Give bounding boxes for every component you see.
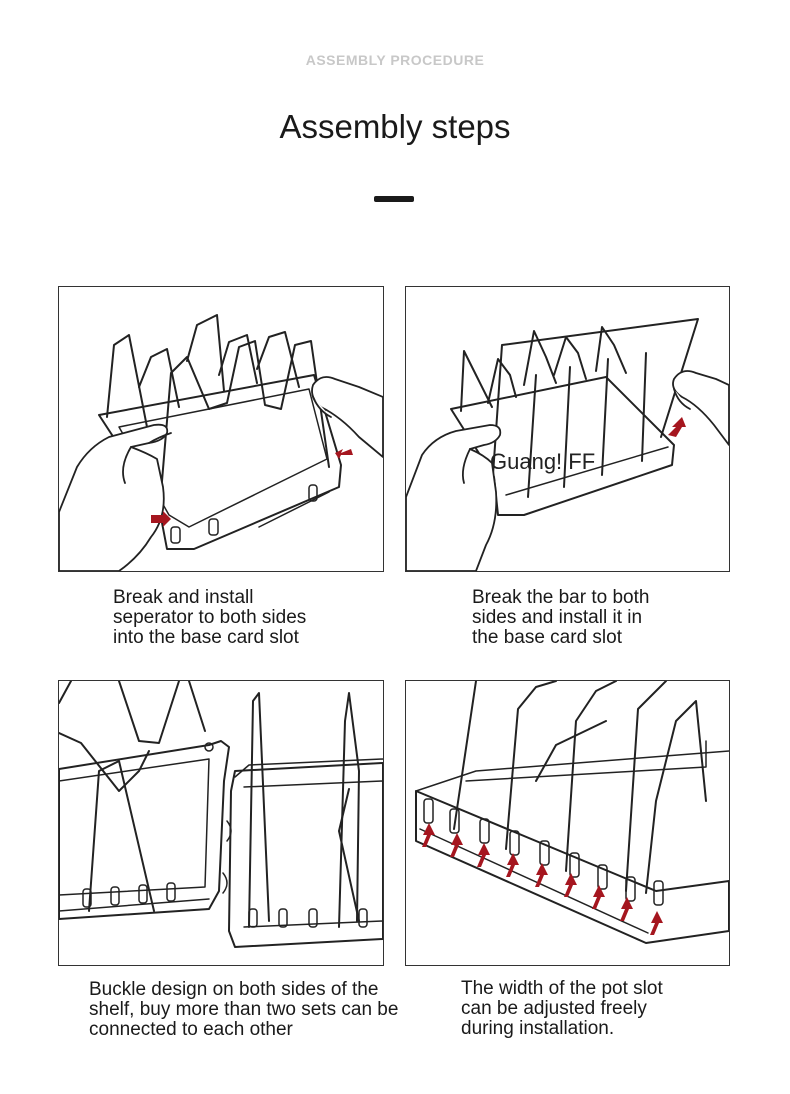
step-4-drawing <box>415 681 729 944</box>
caption-line: connected to each other <box>89 1019 293 1040</box>
caption-line: sides and install it in <box>472 607 643 628</box>
step-3-caption: Buckle design on both sides of the shelf… <box>89 980 398 1040</box>
caption-line: during installation. <box>461 1018 615 1039</box>
step-1-illustration <box>58 286 384 572</box>
section-kicker: ASSEMBLY PROCEDURE <box>305 52 485 68</box>
step-2-caption: Break the bar to both sides and install … <box>472 588 649 648</box>
caption-line: The width of the pot slot <box>461 978 663 999</box>
caption-line: shelf, buy more than two sets can be <box>89 999 399 1020</box>
watermark-text: Guang! FF <box>490 449 596 474</box>
caption-line: into the base card slot <box>113 627 299 648</box>
step-4-caption: The width of the pot slot can be adjuste… <box>461 979 663 1039</box>
caption-line: Break the bar to both <box>472 587 650 608</box>
caption-line: the base card slot <box>472 627 622 648</box>
caption-line: Break and install <box>113 587 254 608</box>
step-3-illustration <box>58 680 384 966</box>
caption-line: seperator to both sides <box>113 607 307 628</box>
step-3-drawing <box>59 681 383 948</box>
title-underline <box>374 196 414 202</box>
step-1-caption: Break and install seperator to both side… <box>113 588 306 648</box>
step-1-drawing <box>59 314 383 571</box>
step-4-illustration <box>405 680 730 966</box>
page-title: Assembly steps <box>279 108 511 145</box>
caption-line: can be adjusted freely <box>461 998 647 1019</box>
step-2-drawing <box>406 318 729 571</box>
caption-line: Buckle design on both sides of the <box>89 979 379 1000</box>
step-2-illustration <box>405 286 730 572</box>
